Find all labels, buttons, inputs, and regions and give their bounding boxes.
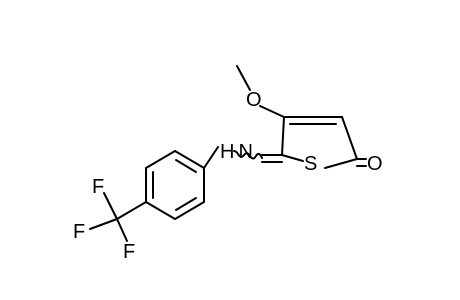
bond-ar-5-inner	[175, 197, 197, 211]
bond-ar-4	[145, 201, 176, 220]
atom-F1: F	[92, 176, 104, 198]
atom-O-methoxy: O	[246, 89, 262, 111]
bond-ar-1-inner	[175, 159, 197, 173]
bond-aryl-CF3	[116, 201, 147, 220]
bond-N-aryl	[203, 146, 219, 169]
bond-wavy-CH-N	[233, 150, 263, 160]
bond-S-C5	[281, 154, 304, 162]
bond-C3-C2	[341, 116, 358, 160]
atom-F2: F	[73, 221, 85, 243]
bond-ar-2	[145, 150, 176, 169]
atom-NH: H N	[220, 141, 253, 163]
atom-S: S	[304, 153, 317, 175]
bond-ar-5	[174, 201, 205, 220]
atom-F3: F	[123, 241, 135, 263]
bond-methyl-O	[236, 65, 251, 91]
bond-C-F1	[103, 192, 118, 220]
bond-C5-C4	[281, 116, 285, 156]
bond-C-F2	[89, 218, 118, 230]
atom-O-carbonyl: O	[367, 153, 383, 175]
bond-C2-S	[324, 158, 358, 169]
bond-C-F3	[116, 218, 128, 242]
bond-O-C4	[259, 105, 285, 118]
bond-ar-1	[174, 150, 205, 169]
